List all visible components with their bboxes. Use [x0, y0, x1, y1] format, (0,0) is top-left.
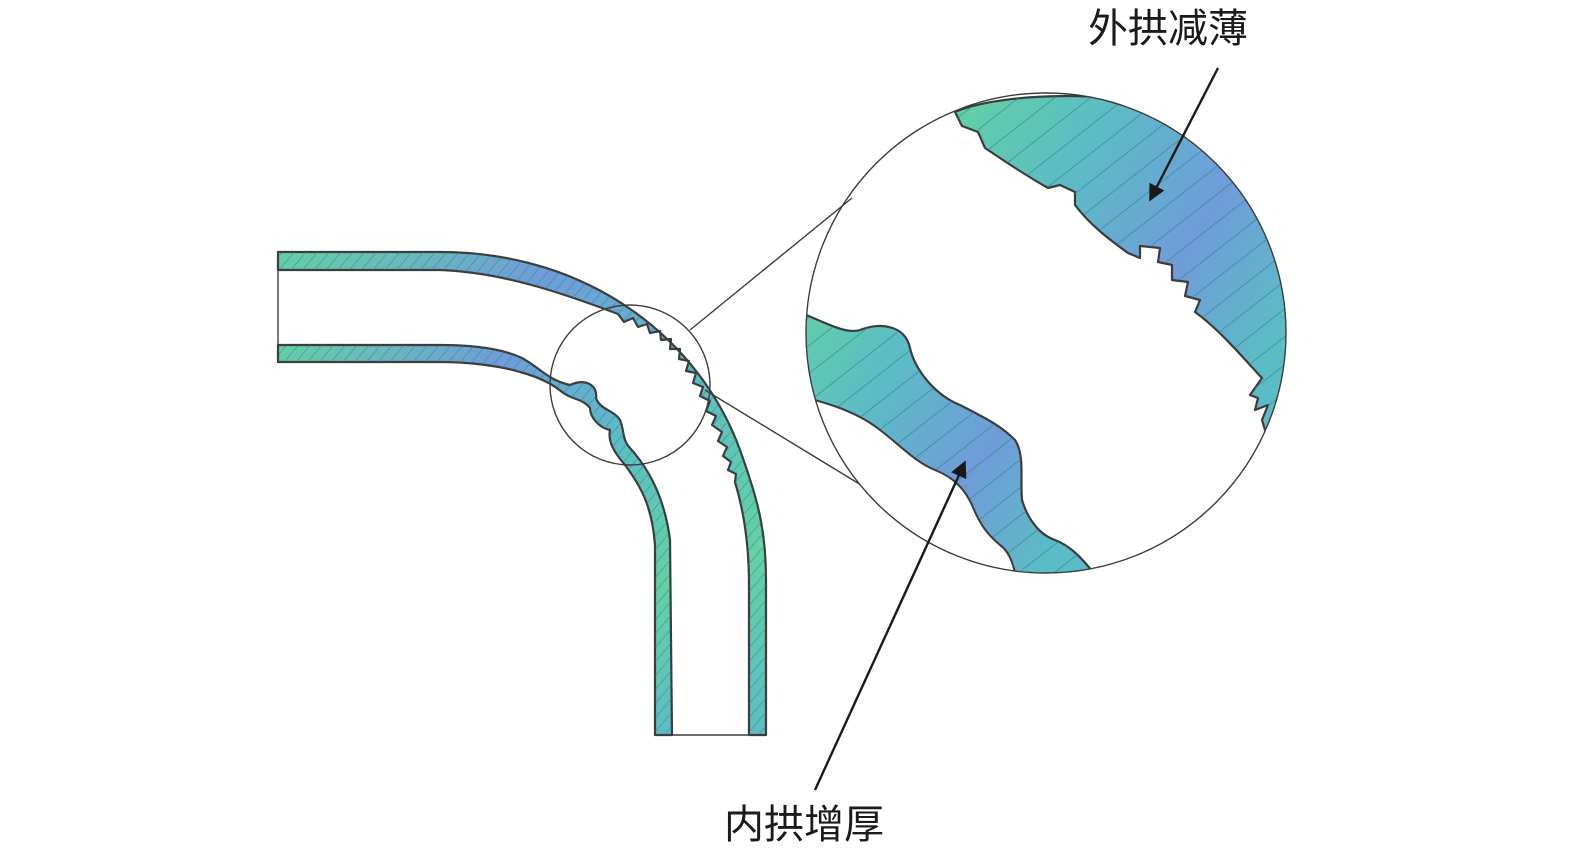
inner-arch-thickening-label: 内拱增厚 — [724, 802, 884, 848]
outer-arch-wall — [276, 250, 768, 737]
outer-arch-arrow — [1148, 67, 1220, 202]
inner-arch-wall — [276, 343, 674, 737]
zoom-connector-line-top — [689, 197, 853, 331]
inner-arch-arrow — [813, 460, 967, 791]
detail-selection-circle — [549, 304, 711, 466]
zoom-connector-line-bottom — [704, 389, 867, 489]
magnified-detail-view — [806, 94, 1286, 573]
magnified-circle-outline — [805, 92, 1287, 574]
outer-arch-thinning-label: 外拱减薄 — [1088, 6, 1248, 52]
